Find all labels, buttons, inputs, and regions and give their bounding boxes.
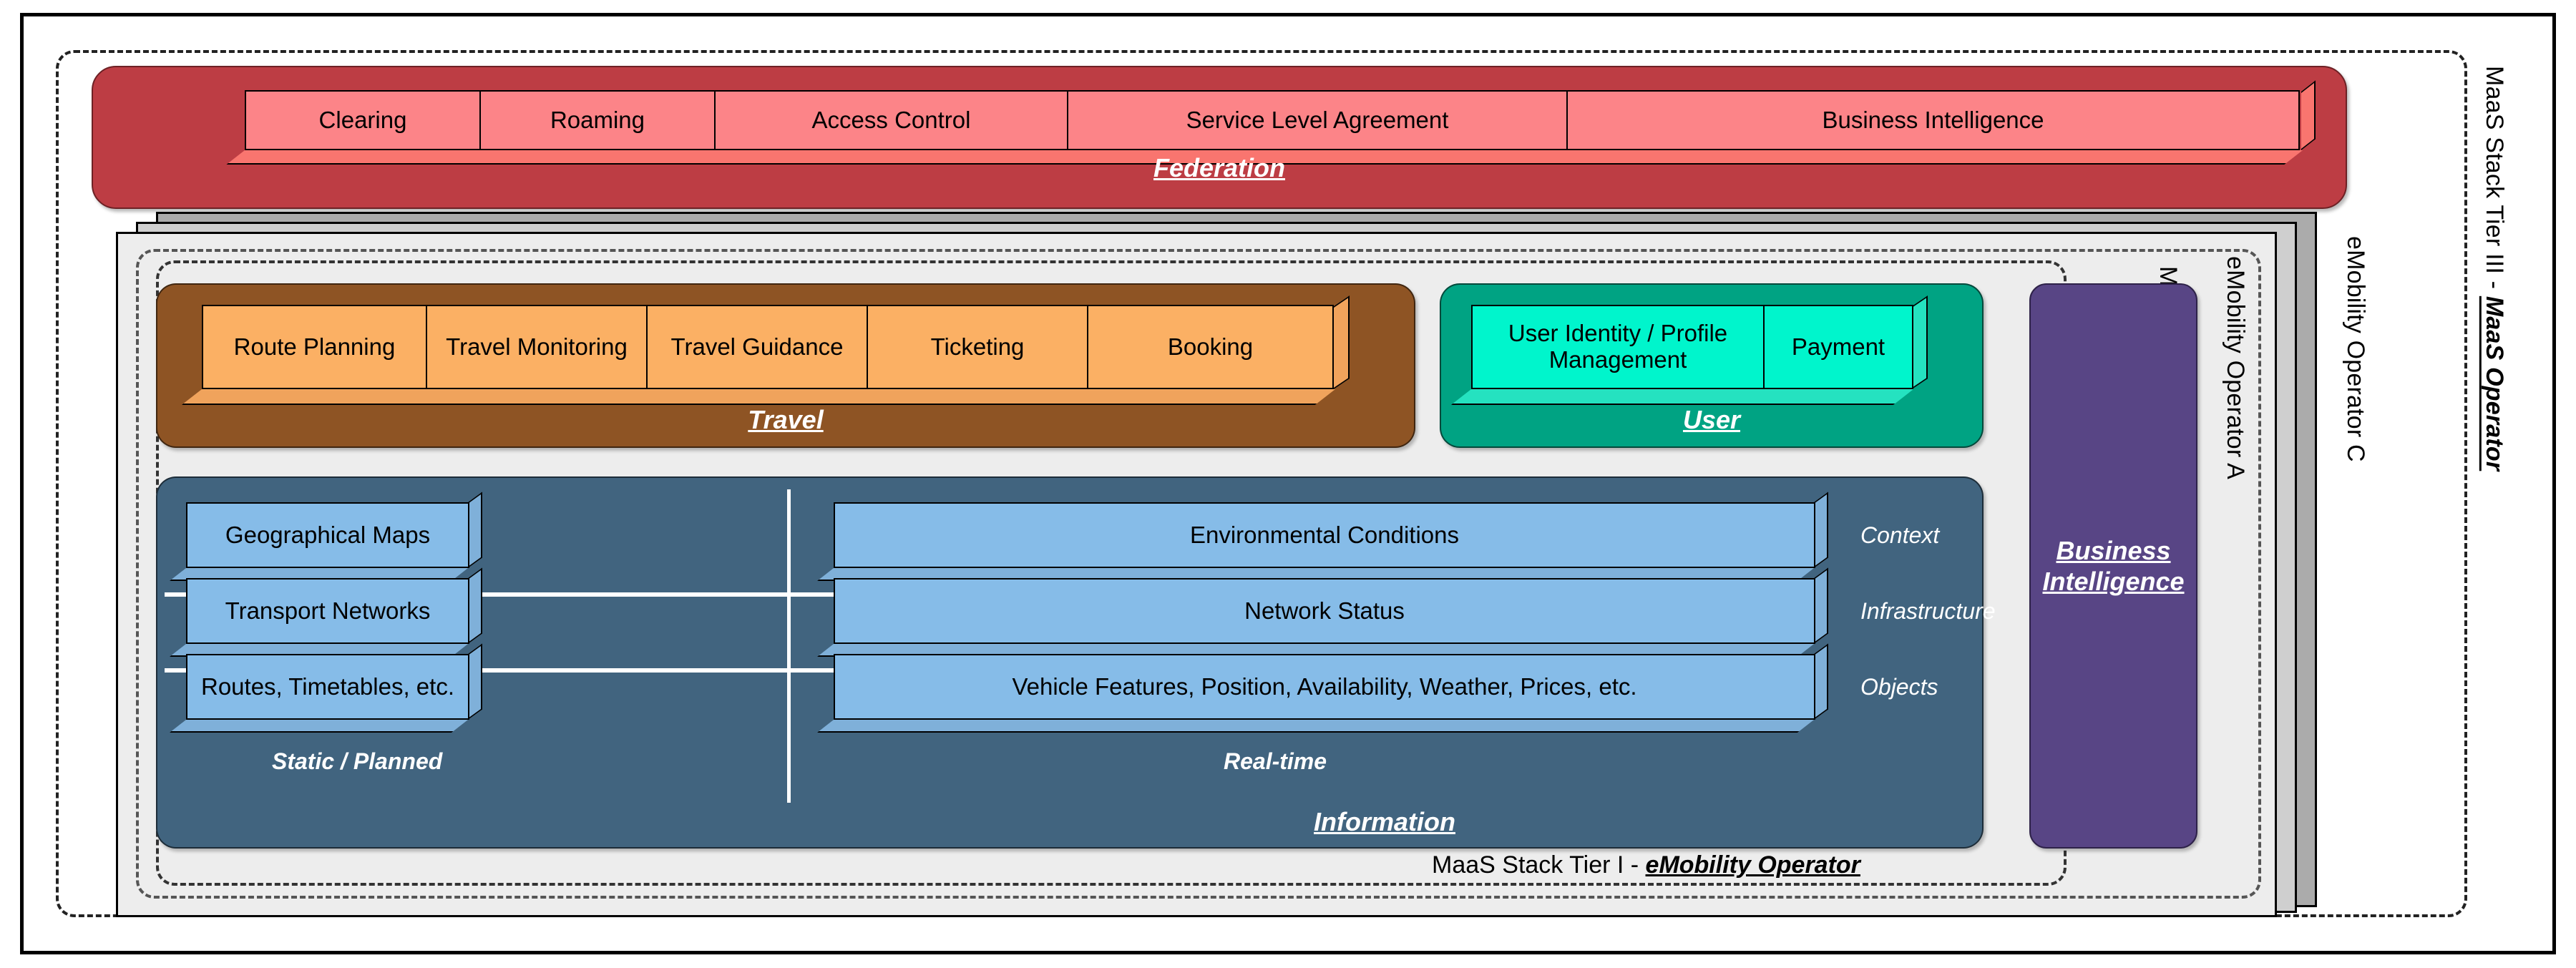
realtime-box-label: Network Status [1244,597,1405,624]
business-intelligence-label: Business Intelligence [2042,535,2185,596]
information-column-label-static: Static / Planned [272,748,443,774]
realtime-box-3d-bottom-3 [816,720,1814,733]
travel-item-route-planning[interactable]: Route Planning [202,305,427,389]
travel-item-label: Booking [1167,333,1254,360]
travel-row-3d-right [1334,295,1350,389]
user-item-identity-profile-management[interactable]: User Identity / Profile Management [1471,305,1765,389]
information-row-label-context: Context [1860,522,1940,548]
user-item-label: Payment [1791,333,1885,360]
realtime-box-network-status[interactable]: Network Status [834,578,1815,644]
travel-title: Travel [748,405,824,434]
travel-item-travel-guidance[interactable]: Travel Guidance [646,305,868,389]
tier-1-label-text: MaaS Stack Tier I - [1432,851,1646,879]
information-hline-2 [165,668,1367,673]
tier-3-label-emphasis: MaaS Operator [2481,295,2508,471]
federation-item-clearing[interactable]: Clearing [245,90,481,150]
information-row-label-infrastructure: Infrastructure [1860,598,1996,624]
realtime-box-3d-right-2 [1814,567,1828,644]
realtime-box-environmental-conditions[interactable]: Environmental Conditions [834,502,1815,568]
user-row-3d-right [1912,295,1928,389]
realtime-box-3d-right-3 [1814,643,1828,720]
federation-group[interactable]: Clearing Roaming Access Control Service … [92,66,2347,209]
federation-items: Clearing Roaming Access Control Service … [245,90,2300,150]
information-row-label-objects: Objects [1860,674,1938,700]
travel-group[interactable]: Route Planning Travel Monitoring Travel … [156,283,1415,448]
travel-item-booking[interactable]: Booking [1087,305,1334,389]
tier-3-label: MaaS Stack Tier III - MaaS Operator [2480,66,2508,471]
federation-title: Federation [1153,153,1286,182]
federation-item-label: Service Level Agreement [1186,107,1449,133]
static-box-3d-bottom-3 [169,720,468,733]
information-hline-1 [165,592,1367,597]
static-box-label: Transport Networks [225,597,431,624]
federation-item-label: Roaming [550,107,645,133]
user-row-3d-bottom [1450,389,1913,405]
realtime-box-3d-right-1 [1814,492,1828,568]
travel-item-label: Ticketing [930,333,1025,360]
information-group[interactable]: Geographical Maps Transport Networks Rou… [156,476,1996,849]
information-column-label-realtime: Real-time [1224,748,1327,774]
operator-c-label: eMobility Operator C [2342,236,2369,462]
user-title: User [1682,405,1741,434]
information-title: Information [1314,807,1455,836]
static-box-label: Geographical Maps [225,522,431,548]
static-box-label: Routes, Timetables, etc. [201,673,454,700]
federation-item-business-intelligence[interactable]: Business Intelligence [1566,90,2300,150]
travel-row-3d-bottom [181,389,1335,405]
user-group[interactable]: User Identity / Profile Management Payme… [1440,283,1984,448]
tier-2-boundary [136,249,2261,899]
tier-1-label: MaaS Stack Tier I - eMobility Operator [1420,851,1872,879]
business-intelligence-block[interactable]: Business Intelligence [2029,283,2197,849]
static-box-transport-networks[interactable]: Transport Networks [186,578,469,644]
travel-item-label: Route Planning [233,333,396,360]
realtime-box-label: Vehicle Features, Position, Availability… [1012,673,1637,700]
tier-1-label-emphasis: eMobility Operator [1645,851,1860,879]
federation-item-label: Clearing [318,107,407,133]
travel-item-label: Travel Monitoring [446,333,628,360]
static-box-geographical-maps[interactable]: Geographical Maps [186,502,469,568]
information-vertical-divider [787,489,791,803]
user-item-label: User Identity / Profile Management [1508,320,1728,373]
static-box-routes-timetables[interactable]: Routes, Timetables, etc. [186,654,469,720]
federation-item-service-level-agreement[interactable]: Service Level Agreement [1067,90,1568,150]
tier-3-label-text: MaaS Stack Tier III - [2481,66,2508,296]
realtime-box-label: Environmental Conditions [1189,522,1460,548]
travel-item-label: Travel Guidance [670,333,844,360]
federation-item-access-control[interactable]: Access Control [714,90,1068,150]
realtime-box-vehicle-features[interactable]: Vehicle Features, Position, Availability… [834,654,1815,720]
static-box-3d-right-3 [468,643,482,720]
federation-item-label: Business Intelligence [1822,107,2044,133]
federation-item-label: Access Control [811,107,971,133]
static-box-3d-right-2 [468,567,482,644]
static-box-3d-right-1 [468,492,482,568]
travel-items: Route Planning Travel Monitoring Travel … [202,305,1334,389]
travel-item-travel-monitoring[interactable]: Travel Monitoring [426,305,648,389]
user-items: User Identity / Profile Management Payme… [1471,305,1913,389]
user-item-payment[interactable]: Payment [1763,305,1913,389]
travel-item-ticketing[interactable]: Ticketing [867,305,1088,389]
federation-row-3d-right [2301,80,2316,150]
operator-a-label: eMobility Operator A [2222,256,2249,480]
federation-item-roaming[interactable]: Roaming [479,90,716,150]
